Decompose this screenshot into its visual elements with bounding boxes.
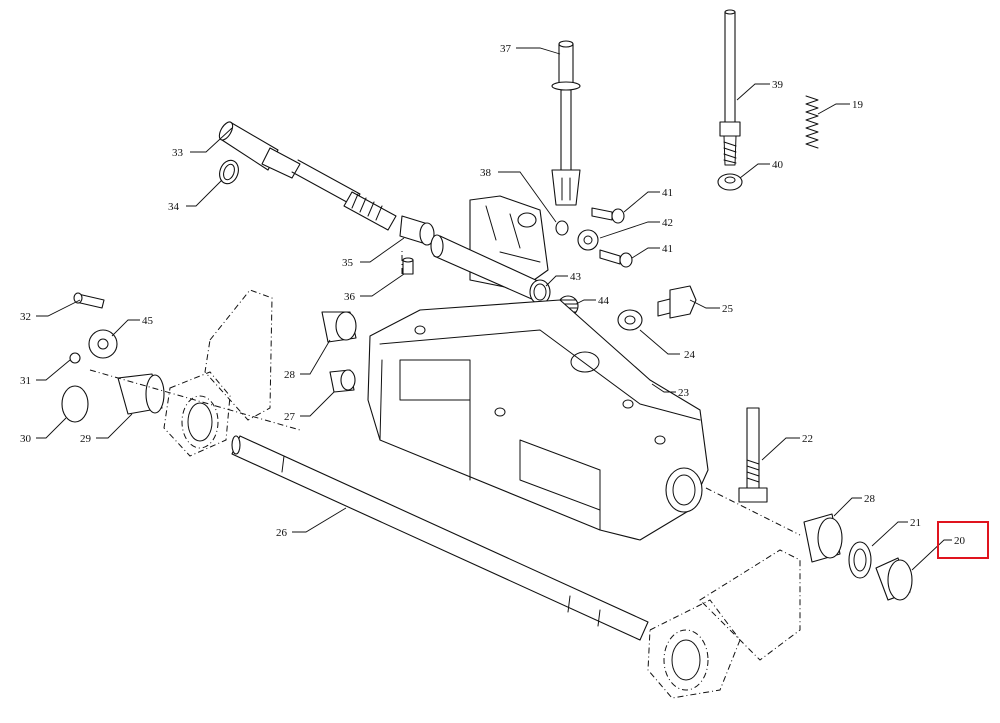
left-arm [163,289,273,457]
callout-38: 38 [480,167,492,179]
leader-lines [36,47,952,571]
part-30-cover [61,385,89,423]
callout-20: 20 [954,535,966,547]
part-21-washer [848,541,872,579]
callout-44: 44 [598,295,610,307]
callout-27: 27 [284,411,296,423]
part-34-washer [219,159,239,185]
highlight-box [937,521,989,559]
callout-24: 24 [684,349,696,361]
part-41-screw-upper [591,207,625,224]
callout-29: 29 [80,433,92,445]
part-39-long-bolt [719,9,741,166]
callout-25: 25 [722,303,734,315]
callout-30: 30 [20,433,32,445]
callout-23: 23 [678,387,690,399]
right-arm [647,549,801,699]
part-38-clip [555,220,569,236]
callout-42: 42 [662,217,673,229]
part-41-screw-lower [599,249,633,268]
part-40-nut [717,173,743,191]
part-28-bushing-upper [321,311,357,343]
part-42-bushing [577,229,599,251]
axis-line-right [705,487,801,536]
part-24-washer [617,309,643,331]
callout-labels: 37 39 19 40 33 34 38 41 42 41 35 43 36 4… [20,43,966,547]
callout-36: 36 [344,291,356,303]
part-23-housing [367,299,709,541]
callout-22: 22 [802,433,813,445]
part-37-rod [551,40,581,206]
callout-43: 43 [570,271,582,283]
part-45-washer [88,329,118,359]
callout-28-upper: 28 [284,369,296,381]
callout-45: 45 [142,315,154,327]
callout-37: 37 [500,43,512,55]
callout-34: 34 [168,201,180,213]
part-29-bushing [117,373,165,415]
part-32-screw [73,292,105,309]
part-28-bushing-lower [803,513,843,563]
callout-31: 31 [20,375,31,387]
part-31-nut [69,352,81,364]
callout-41-upper: 41 [662,187,673,199]
callout-33: 33 [172,147,184,159]
callout-26: 26 [276,527,288,539]
part-20-bushing [875,557,913,601]
part-27-bushing [329,369,356,393]
part-33-linkage-rod [218,121,397,231]
callout-35: 35 [342,257,354,269]
part-22-bolt [738,407,768,503]
part-35-bushing [399,215,435,246]
upper-bracket [430,195,549,301]
part-43-ring [529,279,551,305]
part-25-bolt [657,285,697,319]
callout-19: 19 [852,99,864,111]
part-36-pin [402,257,414,275]
axis-line-left [89,369,301,431]
part-19-spring [805,95,819,149]
callout-40: 40 [772,159,784,171]
callout-41-lower: 41 [662,243,673,255]
callout-21: 21 [910,517,921,529]
callout-32: 32 [20,311,31,323]
callout-39: 39 [772,79,784,91]
callout-28-lower: 28 [864,493,876,505]
part-26-shaft [231,435,649,641]
